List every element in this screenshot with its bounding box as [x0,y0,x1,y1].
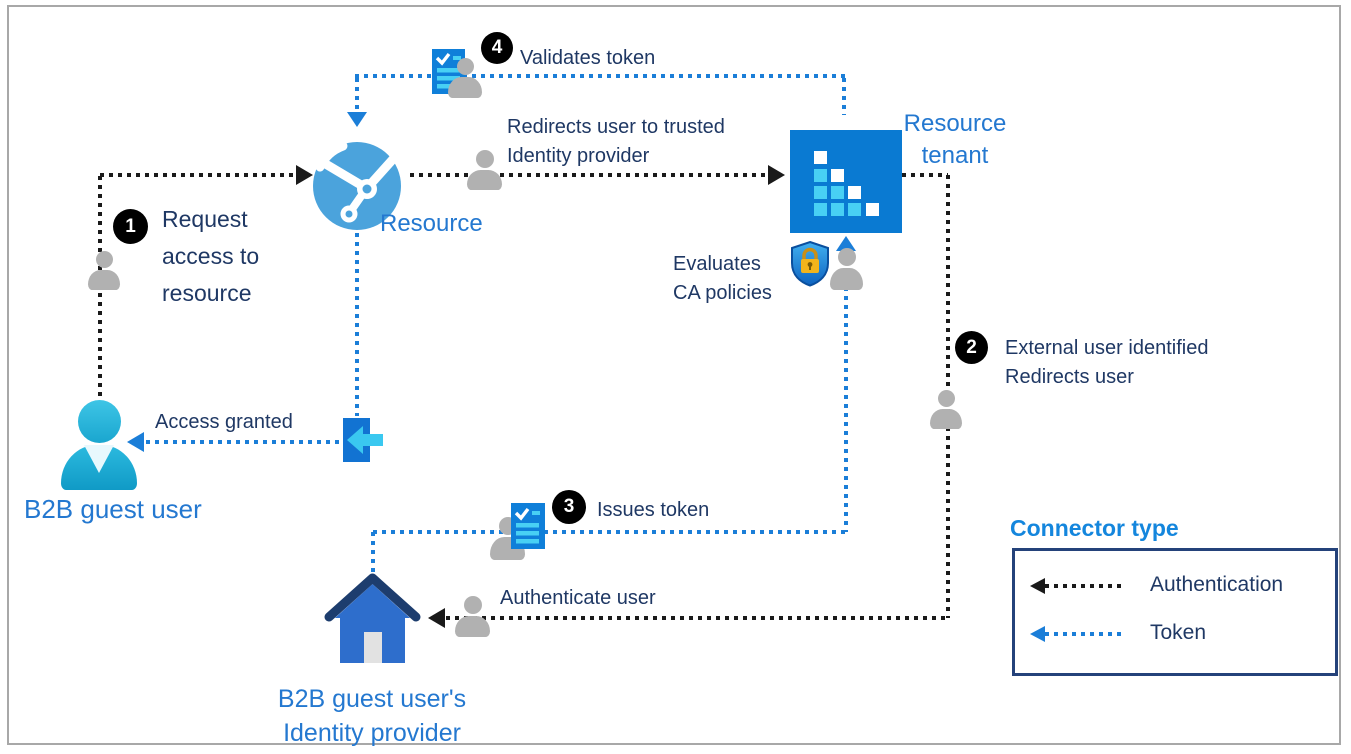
token-document-icon [511,503,545,549]
authenticate-user-label: Authenticate user [500,587,656,609]
globe-network-icon [313,141,401,230]
identity-provider-label-line2: Identity provider [283,719,461,747]
step-1-label-line2: access to [162,243,260,269]
token-connector-access-granted [146,440,343,444]
step-3-label: Issues token [597,499,710,521]
tenant-squares-icon [790,130,902,233]
resource-tenant-label-line1: Resource [903,110,1007,137]
person-head [95,251,113,268]
step-2-label: External user identified Redirects user [1005,334,1208,392]
resource-tenant-label-line2: tenant [921,142,989,169]
auth-connector-authenticate [446,616,948,620]
arrowhead-into-resource [296,165,313,185]
person-icon [930,390,962,429]
arrowhead-down-into-resource [347,112,367,127]
legend-authentication-arrowhead [1030,578,1045,594]
person-head [837,248,856,266]
access-granted-label: Access granted [155,411,293,433]
person-head [937,390,955,407]
redirect-label-line2: Identity provider [507,145,650,167]
legend-authentication-line [1045,584,1121,588]
redirect-label: Redirects user to trusted Identity provi… [507,113,725,171]
shield-lock-icon [791,240,829,287]
b2b-guest-user-icon [61,400,137,490]
evaluates-label-line1: Evaluates [673,253,761,275]
step-1-label: Request access to resource [162,201,259,312]
legend-box [1012,548,1338,676]
arrowhead-into-guest-user [127,432,144,452]
step-2-badge: 2 [955,331,988,364]
token-connector-resource-to-door [355,233,359,416]
step-1-number: 1 [125,215,136,237]
guest-user-body [61,445,137,490]
person-icon [830,248,863,290]
arrowhead-into-idp [428,608,445,628]
person-body [830,268,863,290]
token-connector-idp-vertical [371,532,375,572]
b2b-guest-user-label: B2B guest user [24,494,202,524]
step-4-number: 4 [491,37,503,58]
step-1-badge: 1 [113,209,148,244]
token-connector-issue-horizontal [373,530,845,534]
identity-provider-label: B2B guest user's Identity provider [247,682,497,750]
step-4-label: Validates token [520,47,656,69]
person-body [455,616,490,637]
redirect-label-line1: Redirects user to trusted [507,116,725,138]
step-2-label-line2: Redirects user [1005,366,1134,388]
person-body [448,77,482,98]
auth-connector-redirect [410,173,768,177]
resource-label: Resource [380,210,483,237]
evaluates-label: Evaluates CA policies [673,250,772,308]
step-3-badge: 3 [552,490,586,524]
step-1-label-line1: Request [162,206,248,232]
home-icon [324,573,421,663]
auth-connector-guest-horizontal [100,173,297,177]
person-body [467,170,502,190]
person-head [463,596,482,614]
step-3-number: 3 [563,496,575,517]
person-body [930,409,962,429]
person-head [475,150,494,168]
token-connector-issue-vertical [844,251,848,532]
step-2-number: 2 [966,336,977,358]
token-connector-validate-left-vertical [355,78,359,114]
step-2-label-line1: External user identified [1005,337,1209,359]
guest-user-collar [84,445,114,473]
legend-title: Connector type [1010,515,1179,541]
arrowhead-up-into-tenant [836,236,856,251]
token-connector-validate-horizontal [355,74,846,78]
person-icon [455,596,490,637]
person-body [88,270,120,290]
sign-in-door-icon [343,418,383,462]
step-4-badge: 4 [481,32,513,64]
person-icon [88,251,120,290]
token-connector-validate-right-vertical [842,78,846,115]
person-icon [467,150,502,190]
evaluates-label-line2: CA policies [673,282,772,304]
identity-provider-label-line1: B2B guest user's [277,685,467,713]
legend-token-line [1045,632,1121,636]
guest-user-head [77,400,121,443]
person-icon [448,58,482,98]
person-head [456,58,474,75]
step-1-label-line3: resource [162,280,252,306]
arrowhead-into-tenant [768,165,785,185]
legend-authentication-label: Authentication [1150,573,1284,596]
legend-token-label: Token [1150,621,1207,644]
auth-connector-tenant-out [902,173,948,177]
resource-tenant-label: Resource tenant [880,108,1030,172]
legend-token-arrowhead [1030,626,1045,642]
